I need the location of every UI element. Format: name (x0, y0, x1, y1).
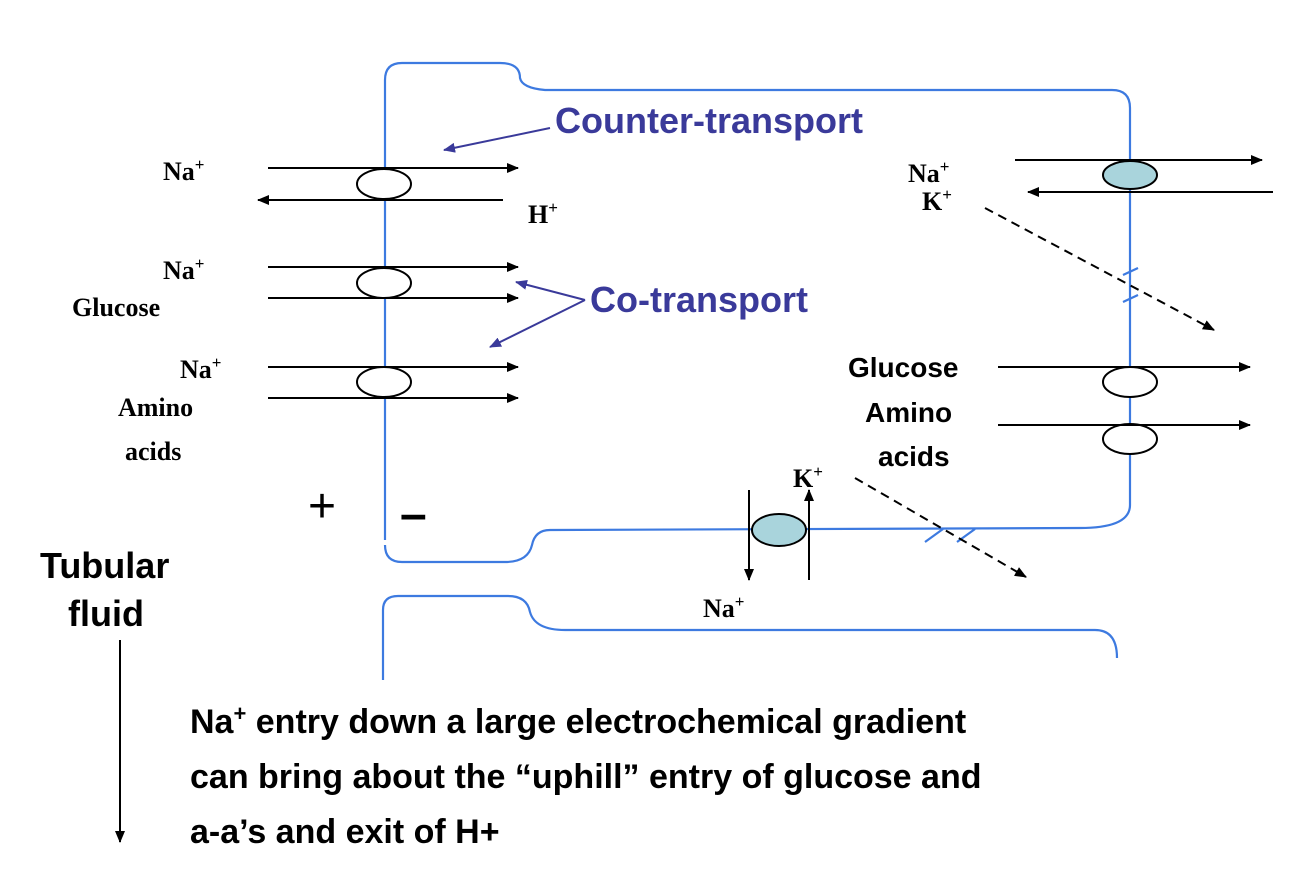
co-transport-pointer-1 (515, 279, 586, 301)
na-glucose-cotransporter (356, 267, 412, 299)
acids-label-left: acids (125, 437, 181, 466)
k-label-right: K+ (922, 185, 952, 216)
caption-line-1: Na+ entry down a large electrochemical g… (190, 701, 966, 741)
tubular-label: Tubular (40, 545, 169, 586)
na-label-right: Na+ (908, 157, 949, 188)
k-label-bottom: K+ (793, 462, 823, 493)
na-amino-acid-cotransporter (356, 366, 412, 398)
amino-acid-transporter-basolateral (1102, 423, 1158, 455)
acids-label-right: acids (878, 441, 950, 472)
minus-sign: – (400, 488, 427, 541)
glucose-label-right: Glucose (848, 352, 958, 383)
na-k-pump-bottom (751, 513, 807, 547)
plus-sign: + (308, 480, 336, 533)
k-leak-arrow-right (984, 207, 1215, 331)
na-label-3: Na+ (180, 353, 221, 384)
na-label-1: Na+ (163, 155, 204, 186)
na-k-pump-basolateral (1102, 160, 1158, 190)
amino-label-left: Amino (118, 393, 193, 422)
cell-membrane (383, 61, 1132, 564)
fluid-label: fluid (68, 593, 144, 634)
co-transport-pointer-2 (489, 299, 586, 348)
h-label: H+ (528, 198, 558, 229)
glucose-label-left: Glucose (72, 293, 160, 322)
caption-line-3: a-a’s and exit of H+ (190, 813, 500, 851)
co-transport-label: Co-transport (590, 279, 808, 320)
k-leak-arrow-bottom (854, 477, 1027, 578)
counter-transport-label: Counter-transport (555, 100, 863, 141)
counter-transport-pointer (443, 127, 551, 153)
na-h-exchanger (356, 168, 412, 200)
basolateral-gap-marks (924, 267, 1139, 543)
neighbor-cell-membrane (381, 594, 1119, 680)
glucose-transporter-basolateral (1102, 366, 1158, 398)
na-label-2: Na+ (163, 254, 204, 285)
caption-line-2: can bring about the “uphill” entry of gl… (190, 758, 981, 796)
na-label-bottom: Na+ (703, 592, 744, 623)
amino-label-right: Amino (865, 397, 952, 428)
